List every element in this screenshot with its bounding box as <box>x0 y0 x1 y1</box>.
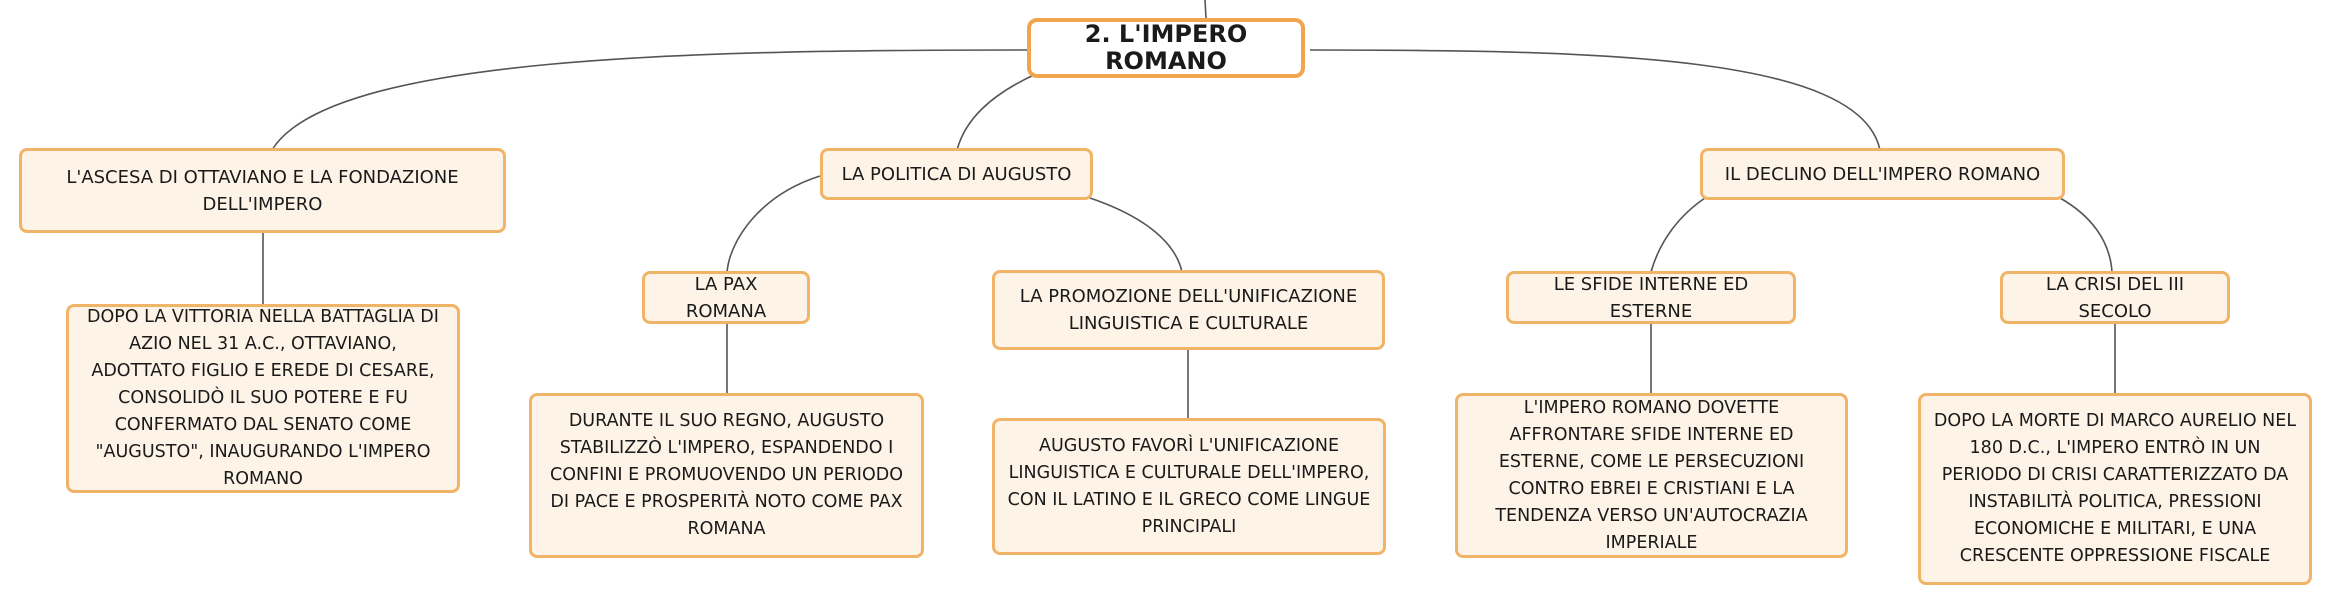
connector-root-politica <box>956 73 1037 151</box>
connector-root-declino <box>1309 49 1881 151</box>
topic-ascesa-label: L'ASCESA DI OTTAVIANO E LA FONDAZIONE DE… <box>66 166 459 215</box>
topic-declino-label: IL DECLINO DELL'IMPERO ROMANO <box>1724 163 2041 185</box>
detail-sfide-text: L'IMPERO ROMANO DOVETTE AFFRONTARE SFIDE… <box>1495 397 1808 553</box>
detail-sfide[interactable]: L'IMPERO ROMANO DOVETTE AFFRONTARE SFIDE… <box>1455 393 1848 558</box>
connector-politica-promozione <box>1089 197 1183 273</box>
detail-ascesa[interactable]: DOPO LA VITTORIA NELLA BATTAGLIA DI AZIO… <box>66 304 460 493</box>
subtopic-sfide-label: LE SFIDE INTERNE ED ESTERNE <box>1553 273 1749 322</box>
subtopic-promozione-label: LA PROMOZIONE DELL'UNIFICAZIONE LINGUIST… <box>1019 286 1358 334</box>
detail-pax-romana[interactable]: DURANTE IL SUO REGNO, AUGUSTO STABILIZZÒ… <box>529 393 924 558</box>
root-topic[interactable]: 2. L'IMPERO ROMANO <box>1027 18 1305 78</box>
topic-politica[interactable]: LA POLITICA DI AUGUSTO <box>820 148 1093 200</box>
topic-ascesa[interactable]: L'ASCESA DI OTTAVIANO E LA FONDAZIONE DE… <box>19 148 506 233</box>
subtopic-promozione[interactable]: LA PROMOZIONE DELL'UNIFICAZIONE LINGUIST… <box>992 270 1385 350</box>
subtopic-pax-romana[interactable]: LA PAX ROMANA <box>642 271 810 324</box>
detail-pax-romana-text: DURANTE IL SUO REGNO, AUGUSTO STABILIZZÒ… <box>550 411 903 539</box>
subtopic-crisi-label: LA CRISI DEL III SECOLO <box>2045 273 2185 322</box>
subtopic-crisi[interactable]: LA CRISI DEL III SECOLO <box>2000 271 2230 324</box>
connector-politica-pax <box>726 175 821 273</box>
subtopic-pax-romana-label: LA PAX ROMANA <box>685 273 767 322</box>
detail-crisi-text: DOPO LA MORTE DI MARCO AURELIO NEL 180 D… <box>1933 411 2297 566</box>
connector-declino-crisi <box>2059 197 2113 273</box>
detail-promozione-text: AUGUSTO FAVORÌ L'UNIFICAZIONE LINGUISTIC… <box>1007 435 1371 537</box>
detail-promozione[interactable]: AUGUSTO FAVORÌ L'UNIFICAZIONE LINGUISTIC… <box>992 418 1386 555</box>
subtopic-sfide[interactable]: LE SFIDE INTERNE ED ESTERNE <box>1506 271 1796 324</box>
connector-declino-sfide <box>1650 197 1706 273</box>
topic-politica-label: LA POLITICA DI AUGUSTO <box>841 163 1072 185</box>
detail-crisi[interactable]: DOPO LA MORTE DI MARCO AURELIO NEL 180 D… <box>1918 393 2312 585</box>
topic-declino[interactable]: IL DECLINO DELL'IMPERO ROMANO <box>1700 148 2065 200</box>
connector-root-parent <box>1204 0 1207 19</box>
connector-root-ascesa <box>271 49 1031 151</box>
detail-ascesa-text: DOPO LA VITTORIA NELLA BATTAGLIA DI AZIO… <box>87 307 439 489</box>
root-topic-label: 2. L'IMPERO ROMANO <box>1084 20 1248 75</box>
